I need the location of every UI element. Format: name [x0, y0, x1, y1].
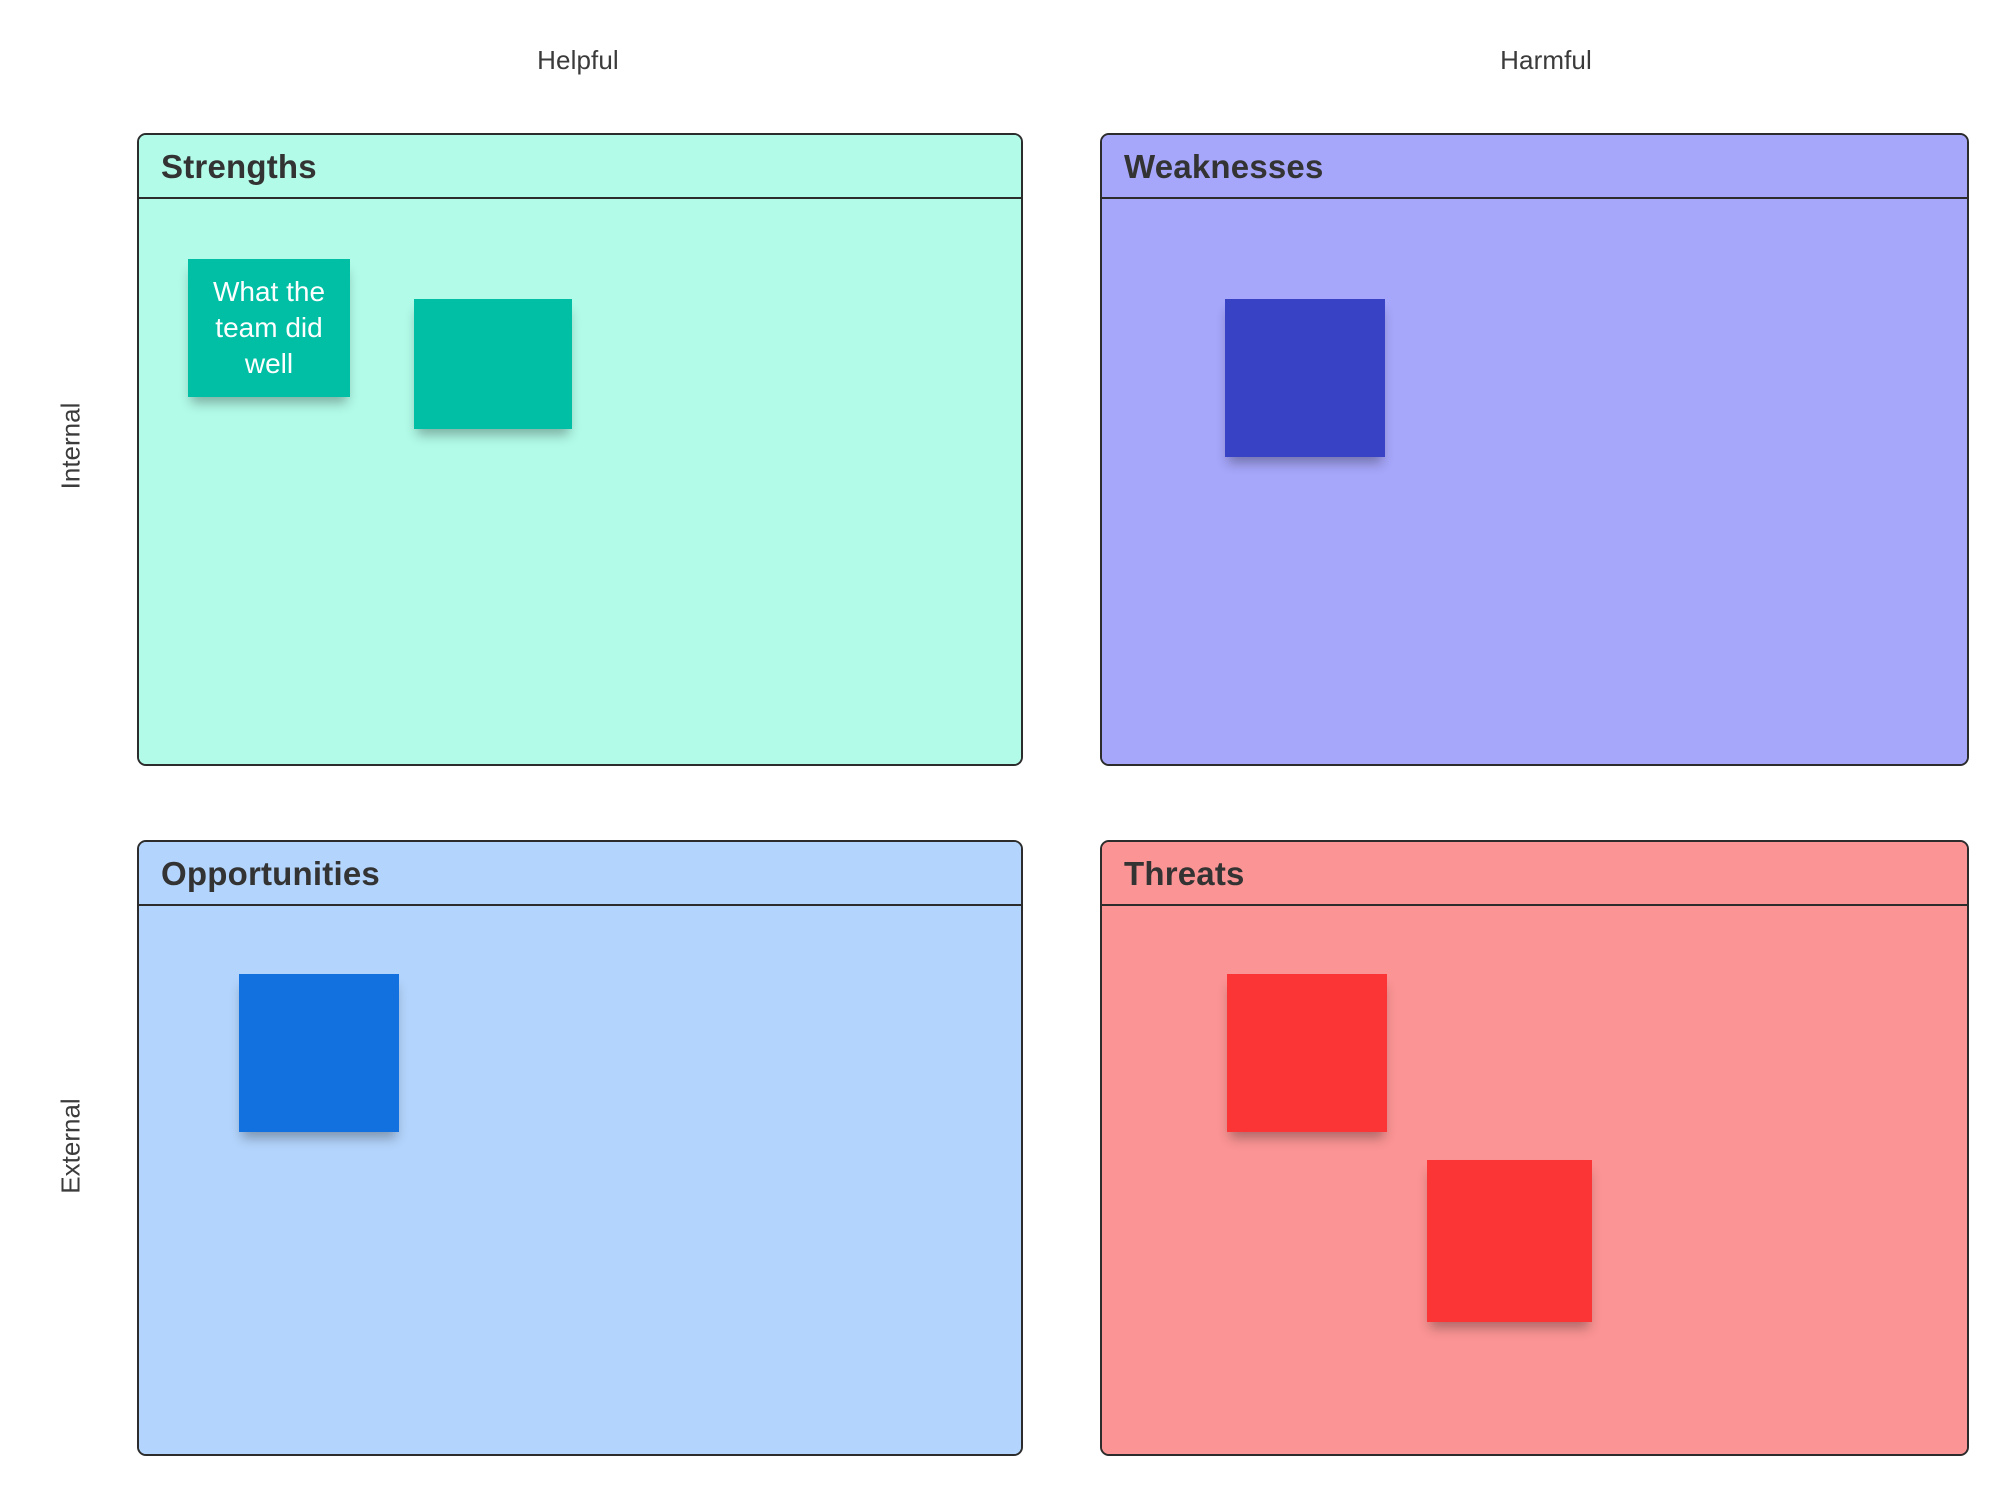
sticky-note[interactable]	[1227, 974, 1387, 1132]
quadrant-header-strengths: Strengths	[139, 135, 1021, 199]
quadrant-title-weaknesses: Weaknesses	[1124, 147, 1324, 185]
sticky-note[interactable]: What the team did well	[188, 259, 350, 397]
quadrant-opportunities[interactable]: Opportunities	[137, 840, 1023, 1456]
row-label-internal: Internal	[55, 402, 86, 490]
column-label-helpful: Helpful	[537, 45, 619, 75]
quadrant-threats[interactable]: Threats	[1100, 840, 1969, 1456]
quadrant-header-weaknesses: Weaknesses	[1102, 135, 1967, 199]
quadrant-weaknesses[interactable]: Weaknesses	[1100, 133, 1969, 766]
quadrant-body-threats[interactable]	[1102, 906, 1967, 1454]
quadrant-title-opportunities: Opportunities	[161, 854, 380, 892]
sticky-note[interactable]	[1427, 1160, 1592, 1322]
quadrant-header-opportunities: Opportunities	[139, 842, 1021, 906]
row-label-external: External	[55, 1098, 86, 1194]
quadrant-body-opportunities[interactable]	[139, 906, 1021, 1454]
sticky-note[interactable]	[239, 974, 399, 1132]
quadrant-body-strengths[interactable]: What the team did well	[139, 199, 1021, 764]
sticky-note-text: What the team did well	[212, 276, 326, 379]
quadrant-title-threats: Threats	[1124, 854, 1245, 892]
quadrant-title-strengths: Strengths	[161, 147, 317, 185]
quadrant-body-weaknesses[interactable]	[1102, 199, 1967, 764]
sticky-note[interactable]	[414, 299, 572, 429]
quadrant-header-threats: Threats	[1102, 842, 1967, 906]
column-label-harmful: Harmful	[1500, 45, 1592, 75]
quadrant-strengths[interactable]: Strengths What the team did well	[137, 133, 1023, 766]
sticky-note[interactable]	[1225, 299, 1385, 457]
